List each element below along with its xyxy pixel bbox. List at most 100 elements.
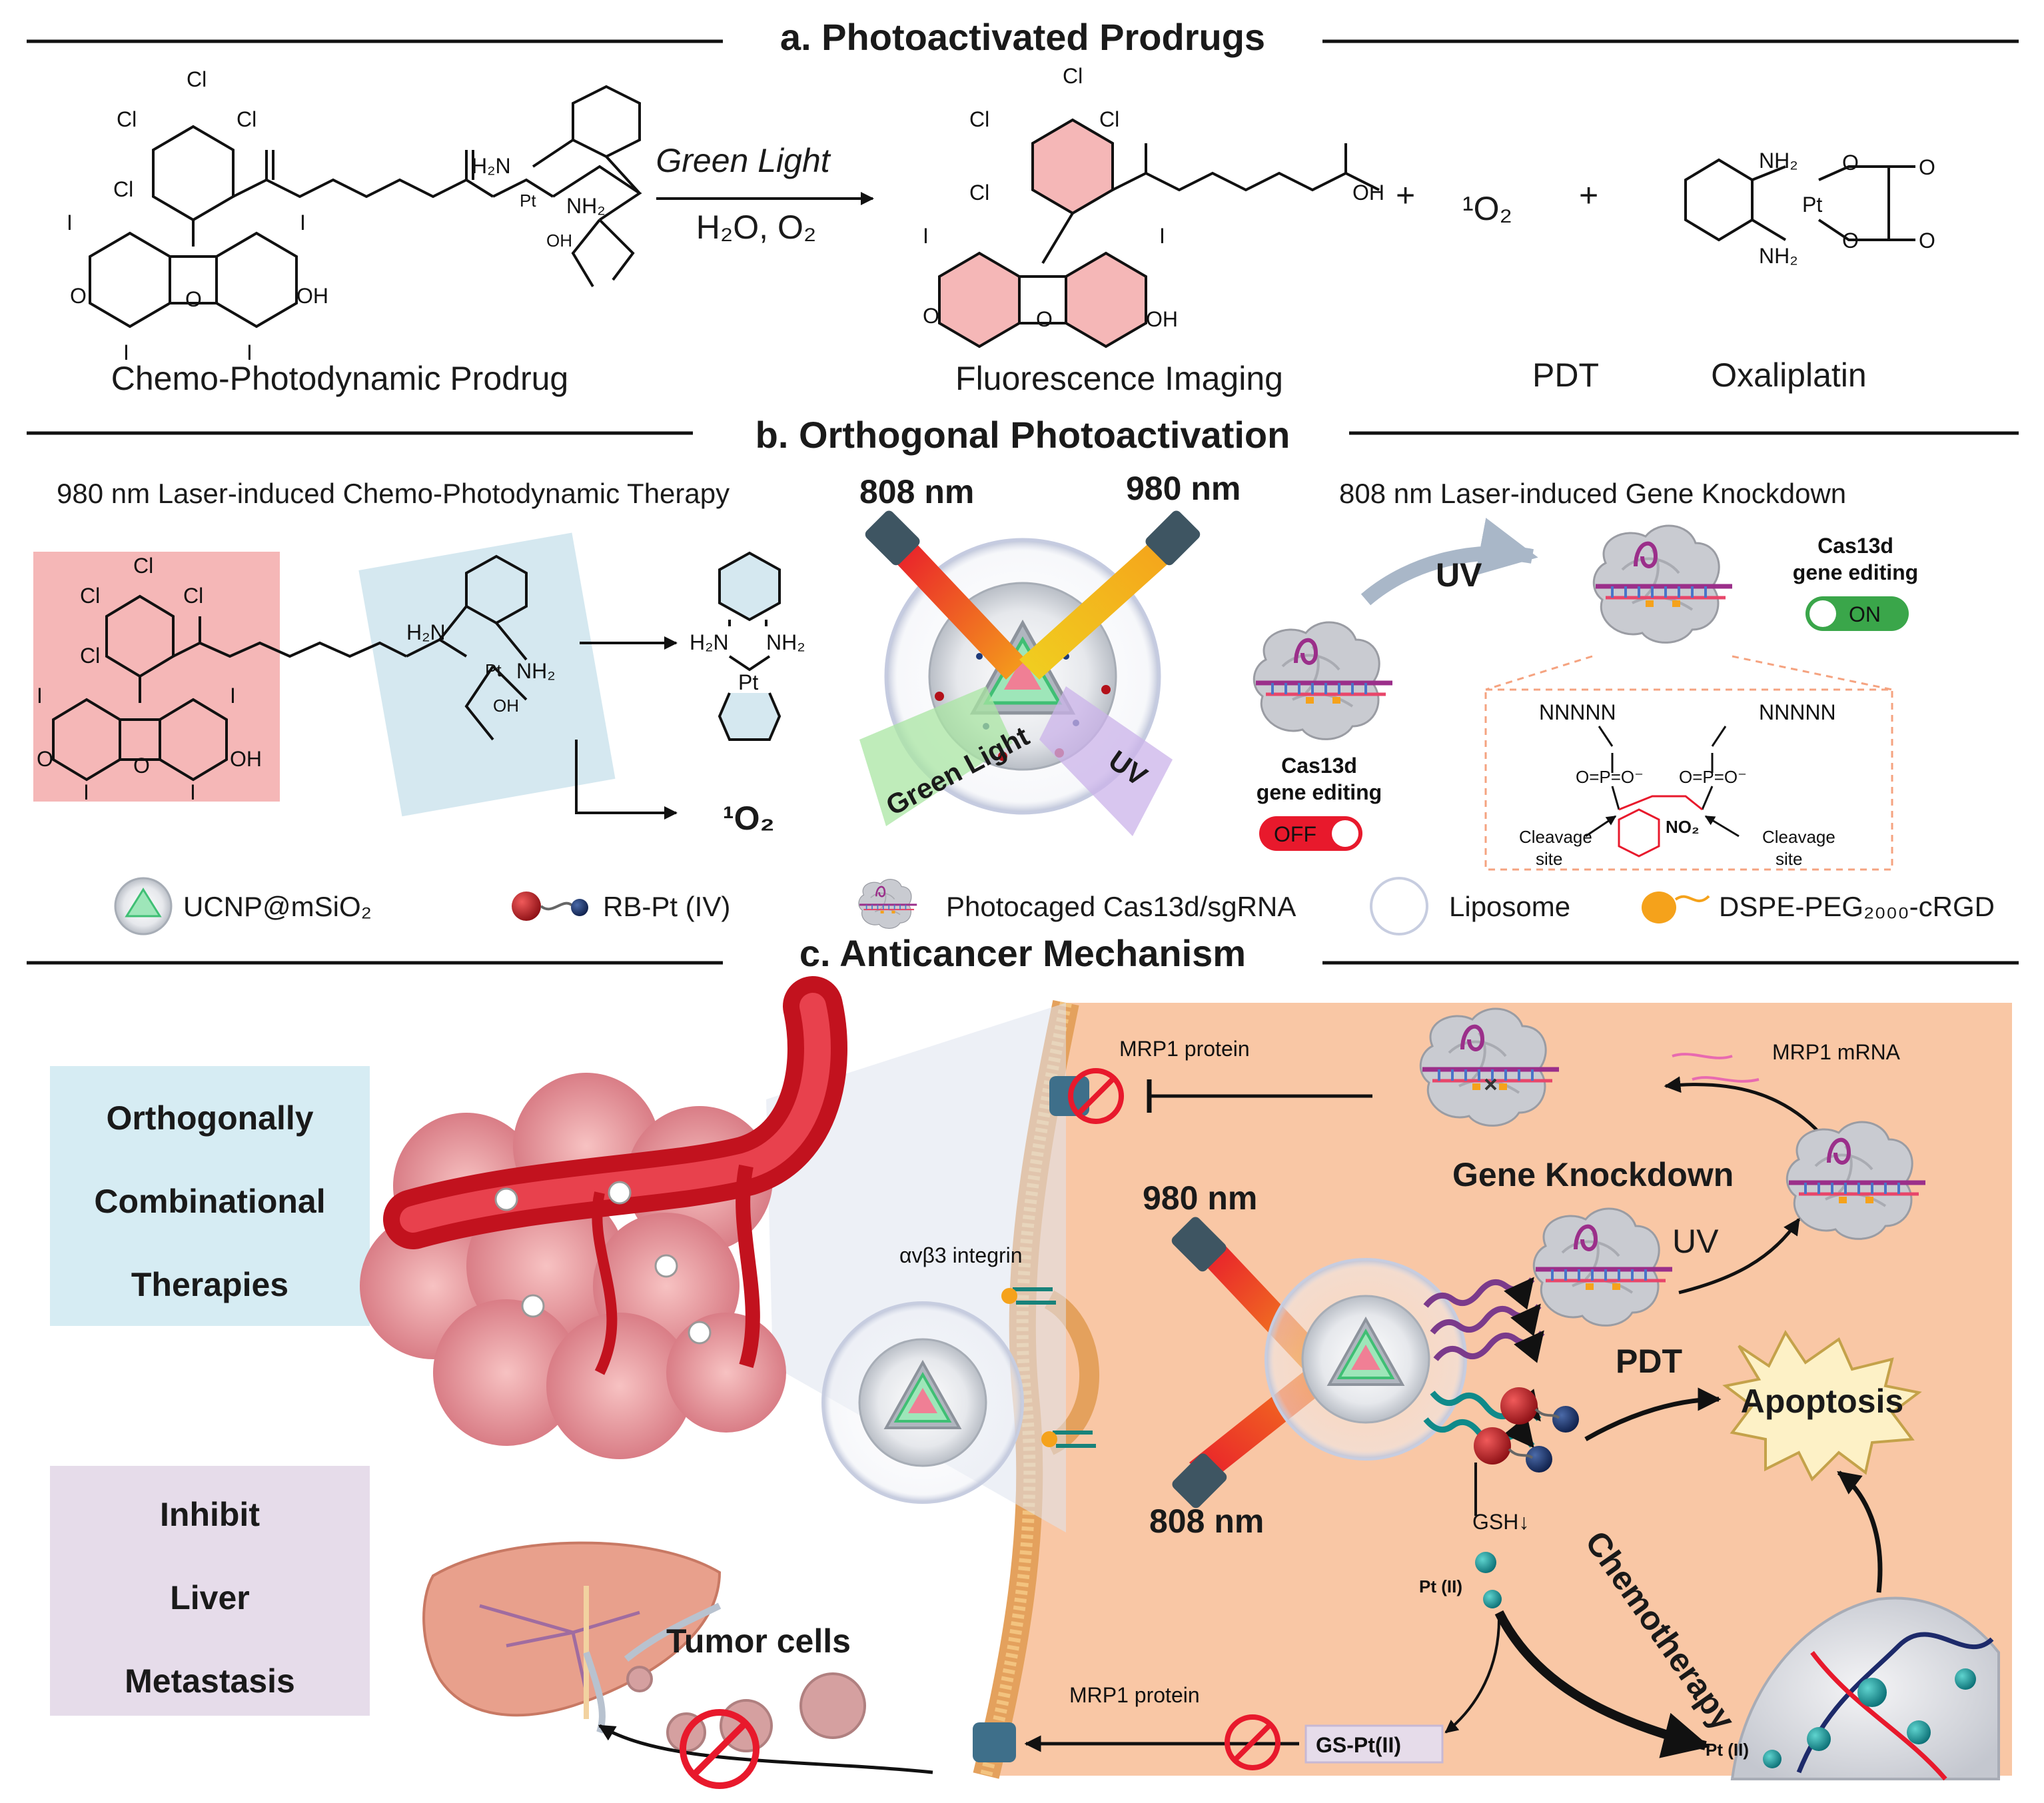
legend-item-dspe: DSPE-PEG₂₀₀₀-cRGD xyxy=(1642,891,1995,923)
cas-off-line2: gene editing xyxy=(1257,780,1382,804)
pdt-label: PDT xyxy=(1616,1343,1682,1380)
svg-text:O: O xyxy=(133,754,150,778)
svg-text:O: O xyxy=(1919,229,1935,253)
section-c-header: c. Anticancer Mechanism xyxy=(27,932,2019,974)
right-title: 808 nm Laser-induced Gene Knockdown xyxy=(1339,478,1846,509)
panel-b: 980 nm Laser-induced Chemo-Photodynamic … xyxy=(33,470,1995,935)
svg-text:I: I xyxy=(123,340,129,364)
nanoparticle-entering xyxy=(821,1301,1024,1504)
cas13d-on-protein xyxy=(1594,526,1732,642)
gsh-label: GSH↓ xyxy=(1472,1510,1529,1534)
pt2-label-a: Pt (II) xyxy=(1419,1576,1462,1596)
cell-laser-980-head xyxy=(1171,1217,1227,1272)
legend-item-cas13d: Photocaged Cas13d/sgRNA xyxy=(857,878,1296,929)
svg-text:Cl: Cl xyxy=(183,584,203,608)
uv-arrow-label: UV xyxy=(1436,556,1482,594)
uv-beam xyxy=(1039,686,1173,836)
panel-c: Orthogonally Combinational Therapies Inh… xyxy=(50,976,2012,1789)
svg-text:H₂N: H₂N xyxy=(406,620,446,644)
svg-text:Liposome: Liposome xyxy=(1449,891,1570,922)
svg-text:I: I xyxy=(37,684,43,708)
svg-text:O: O xyxy=(185,287,202,311)
uv-waves xyxy=(1423,1277,1545,1363)
rose-bengal-atoms: Cl Cl Cl Cl I I O O OH OH xyxy=(923,64,1384,331)
tumor-tissue xyxy=(360,1073,786,1459)
svg-text:Cl: Cl xyxy=(80,644,100,668)
svg-text:O: O xyxy=(1842,151,1859,175)
svg-text:O: O xyxy=(1919,155,1935,179)
cas-on-line2: gene editing xyxy=(1793,560,1918,584)
switch-off: OFF xyxy=(1259,816,1362,851)
laser-808-head xyxy=(865,510,920,566)
legend-item-ucnp: UCNP@mSiO₂ xyxy=(114,877,372,935)
box1-line2: Combinational xyxy=(94,1183,325,1220)
inhibit-sign-efflux xyxy=(1225,1714,1280,1770)
svg-text:OFF: OFF xyxy=(1274,822,1316,846)
photocage-zoom-box: NNNNN NNNNN O=P=O⁻ O=P=O⁻ NO₂ Cleavage s… xyxy=(1484,655,1893,871)
cas13d-off-protein xyxy=(1254,622,1392,739)
svg-text:I: I xyxy=(67,211,73,235)
label-oxaliplatin: Oxaliplatin xyxy=(1711,356,1866,394)
rb-pt-molecules xyxy=(1474,1387,1579,1473)
reaction-condition-bottom: H₂O, O₂ xyxy=(696,209,817,246)
svg-text:O=P=O⁻: O=P=O⁻ xyxy=(1679,767,1747,787)
laser-980-label: 980 nm xyxy=(1126,470,1241,507)
svg-text:O: O xyxy=(70,284,87,308)
box1-line1: Orthogonally xyxy=(106,1099,313,1137)
cas-off-line1: Cas13d xyxy=(1281,754,1357,778)
svg-text:Cl: Cl xyxy=(117,107,137,131)
svg-text:Pt: Pt xyxy=(738,670,758,694)
svg-text:Cl: Cl xyxy=(969,107,989,131)
svg-text:NO₂: NO₂ xyxy=(1666,817,1700,837)
box2-line3: Metastasis xyxy=(125,1662,295,1700)
svg-text:I: I xyxy=(1159,224,1165,248)
left-title: 980 nm Laser-induced Chemo-Photodynamic … xyxy=(57,478,730,509)
legend-item-rb-pt: RB-Pt (IV) xyxy=(512,891,730,922)
tumor-cell-4 xyxy=(626,1666,653,1692)
laser-808-label: 808 nm xyxy=(859,473,974,510)
apoptosis-burst xyxy=(1722,1330,1922,1482)
oxaliplatin-structure xyxy=(1684,158,1915,242)
svg-text:OH: OH xyxy=(493,696,519,716)
rb-pt-structure xyxy=(52,554,528,782)
svg-text:NH₂: NH₂ xyxy=(516,659,556,683)
svg-text:Cleavage: Cleavage xyxy=(1762,827,1835,847)
tumor-cell-1 xyxy=(799,1672,866,1739)
dna-strand-2 xyxy=(1810,1650,1947,1781)
svg-text:OH: OH xyxy=(1146,307,1178,331)
svg-text:O: O xyxy=(1036,307,1053,331)
cell-laser-808-head xyxy=(1172,1453,1227,1508)
svg-text:O=P=O⁻: O=P=O⁻ xyxy=(1576,767,1644,787)
label-pdt: PDT xyxy=(1532,356,1599,394)
svg-text:Pt: Pt xyxy=(1802,193,1822,217)
laser-980-head xyxy=(1145,510,1201,566)
mrp1-protein-top-label: MRP1 protein xyxy=(1119,1037,1250,1061)
arrow-to-cleaving xyxy=(1664,1076,1827,1141)
label-prodrug: Chemo-Photodynamic Prodrug xyxy=(111,360,568,397)
gs-pt-box xyxy=(1304,1724,1444,1764)
tumor-cells-label: Tumor cells xyxy=(666,1622,851,1660)
uv-activation-arrow xyxy=(1360,518,1538,606)
pt2-atoms: H₂N NH₂ Pt xyxy=(690,630,805,694)
mrp1-mrna-label: MRP1 mRNA xyxy=(1772,1040,1901,1064)
plus-2: + xyxy=(1579,177,1598,214)
arrow-to-singlet-oxygen xyxy=(575,740,678,820)
laser-808-beam xyxy=(893,540,1026,680)
cell-laser-808-label: 808 nm xyxy=(1149,1502,1264,1540)
mrp1-pump-top xyxy=(1049,1068,1124,1124)
gs-pt-label: GS-Pt(II) xyxy=(1316,1733,1401,1757)
svg-text:NH₂: NH₂ xyxy=(566,194,606,218)
laser-980-beam xyxy=(1019,540,1173,680)
svg-text:OH: OH xyxy=(1352,181,1384,205)
svg-text:Photocaged Cas13d/sgRNA: Photocaged Cas13d/sgRNA xyxy=(946,891,1296,922)
svg-text:RB-Pt (IV): RB-Pt (IV) xyxy=(603,891,730,922)
svg-text:Cl: Cl xyxy=(1099,107,1119,131)
svg-text:H₂N: H₂N xyxy=(472,154,511,178)
arrow-uv-activation xyxy=(1678,1217,1801,1295)
svg-text:Cl: Cl xyxy=(80,584,100,608)
svg-text:I: I xyxy=(300,211,306,235)
uv-label: UV xyxy=(1672,1223,1719,1260)
box2-line2: Liver xyxy=(170,1579,250,1616)
svg-text:I: I xyxy=(83,780,89,804)
